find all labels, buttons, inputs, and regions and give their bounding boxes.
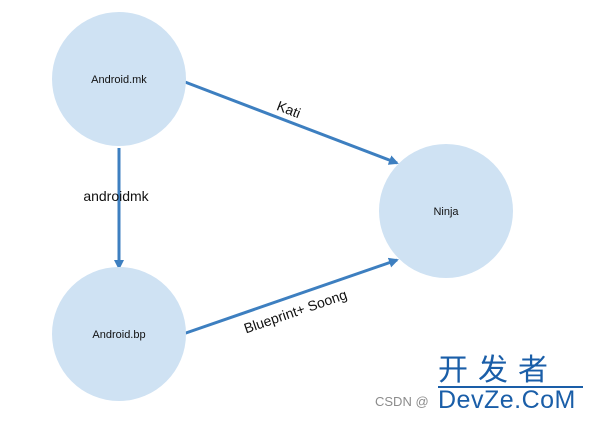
- node-ninja: Ninja: [379, 144, 513, 278]
- edge-androidmk-label: androidmk: [83, 188, 149, 204]
- watermark-cn-text: 开发者: [438, 353, 558, 388]
- watermark-devze-text: DevZe.CoM: [438, 386, 576, 414]
- watermark-csdn-text: CSDN @: [375, 394, 429, 409]
- edge-blueprint-soong-arrow: [182, 257, 399, 336]
- watermark-divider: [438, 386, 583, 388]
- node-android-mk-label: Android.mk: [91, 74, 147, 86]
- edge-kati-arrow: [184, 80, 399, 165]
- node-ninja-label: Ninja: [433, 206, 459, 218]
- node-android-bp-label: Android.bp: [92, 329, 145, 341]
- node-android-mk: Android.mk: [52, 12, 186, 146]
- node-android-bp: Android.bp: [52, 267, 186, 401]
